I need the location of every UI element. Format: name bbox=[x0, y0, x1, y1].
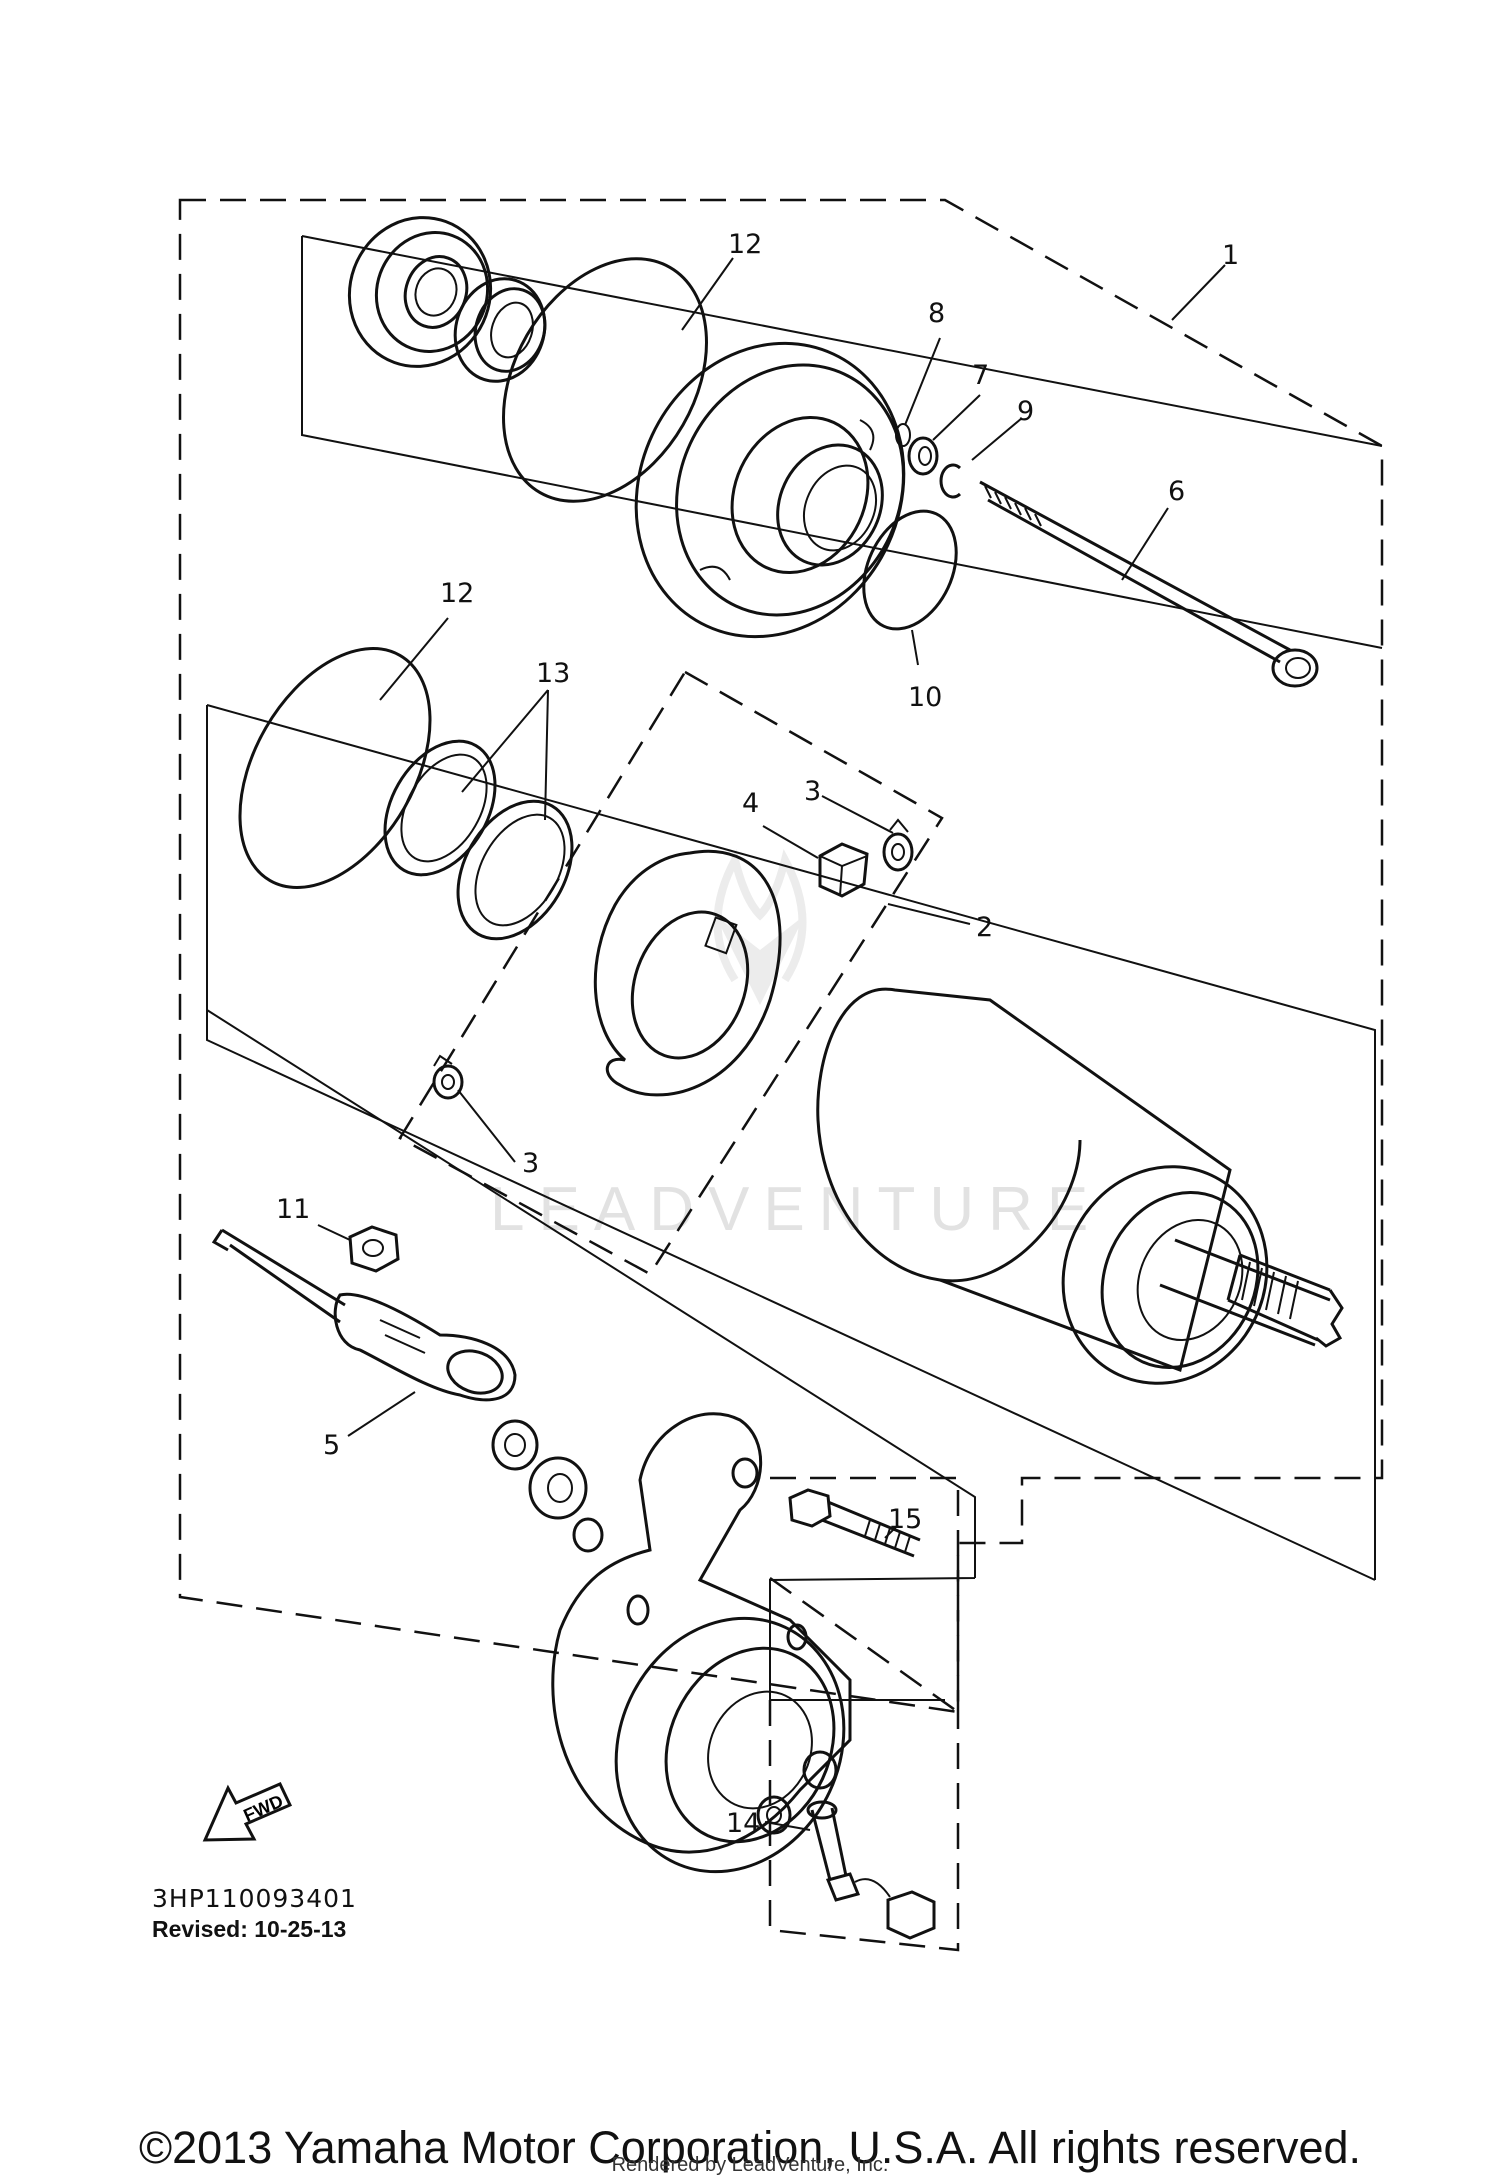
callout-9: 9 bbox=[1017, 396, 1034, 427]
brush-4 bbox=[818, 842, 869, 898]
leader-lines bbox=[317, 257, 1226, 1831]
rear-cover bbox=[551, 1412, 852, 1874]
o-ring-upper bbox=[502, 257, 708, 503]
o-ring-8 bbox=[895, 423, 911, 447]
brush-holder-kit-outline bbox=[398, 670, 944, 1276]
callout-12-upper: 12 bbox=[728, 229, 762, 260]
nut-11 bbox=[348, 1225, 400, 1273]
shim-13-a bbox=[383, 739, 497, 877]
fwd-arrow: FWD bbox=[202, 1782, 293, 1842]
lead-wire-5 bbox=[211, 1228, 517, 1402]
oil-seal bbox=[453, 277, 547, 383]
copyright-notice: ©2013 Yamaha Motor Corporation, U.S.A. A… bbox=[138, 2122, 1362, 2173]
armature-yoke bbox=[816, 987, 1344, 1385]
rear-cover-group-outline bbox=[206, 1009, 976, 1701]
assembly-outline-1 bbox=[178, 198, 1384, 1714]
callout-1: 1 bbox=[1222, 240, 1239, 271]
front-cover bbox=[634, 341, 906, 639]
callout-3-upper: 3 bbox=[804, 776, 821, 807]
bolt-15 bbox=[788, 1488, 921, 1558]
callout-5: 5 bbox=[323, 1430, 340, 1461]
front-cover-group-outline bbox=[301, 235, 1383, 649]
svg-text:LEADVENTURE: LEADVENTURE bbox=[490, 1175, 1102, 1244]
callout-8: 8 bbox=[928, 298, 945, 329]
terminal-bolt-14 bbox=[806, 1800, 936, 1940]
o-ring-10 bbox=[862, 509, 958, 631]
terminal-14-outline bbox=[768, 1700, 960, 1952]
callout-3-lower: 3 bbox=[522, 1148, 539, 1179]
bearing bbox=[347, 216, 493, 368]
brush-plate bbox=[593, 849, 782, 1097]
callout-12-lower: 12 bbox=[440, 578, 474, 609]
callout-7: 7 bbox=[972, 360, 989, 391]
callout-2: 2 bbox=[976, 912, 993, 943]
washer-7 bbox=[907, 436, 939, 476]
callout-4: 4 bbox=[742, 788, 759, 819]
svg-text:FWD: FWD bbox=[240, 1791, 286, 1826]
callouts: 1 12 8 7 9 6 10 12 13 4 3 2 3 11 5 15 14 bbox=[276, 229, 1239, 1839]
yoke-group-outline bbox=[206, 704, 1376, 1581]
catalog-number: 3HP110093401 bbox=[152, 1884, 357, 1913]
callout-6: 6 bbox=[1168, 476, 1185, 507]
nut-stack bbox=[491, 1419, 604, 1553]
callout-11: 11 bbox=[276, 1194, 310, 1225]
callout-13: 13 bbox=[536, 658, 570, 689]
bolt-15-outline bbox=[769, 1476, 960, 1714]
spring-3-lower bbox=[432, 1054, 464, 1100]
callout-15: 15 bbox=[888, 1504, 922, 1535]
callout-14: 14 bbox=[726, 1808, 760, 1839]
revision-date: Revised: 10-25-13 bbox=[152, 1916, 347, 1942]
spring-3-upper bbox=[882, 818, 914, 872]
rendered-by-note: Rendered by LeadVenture, Inc. bbox=[611, 2154, 889, 2176]
leadventure-watermark: LEADVENTURE bbox=[490, 849, 1102, 1244]
circlip-9 bbox=[939, 463, 962, 499]
callout-10: 10 bbox=[908, 682, 942, 713]
shim-13-b bbox=[456, 799, 574, 941]
through-bolt-6 bbox=[979, 480, 1319, 688]
